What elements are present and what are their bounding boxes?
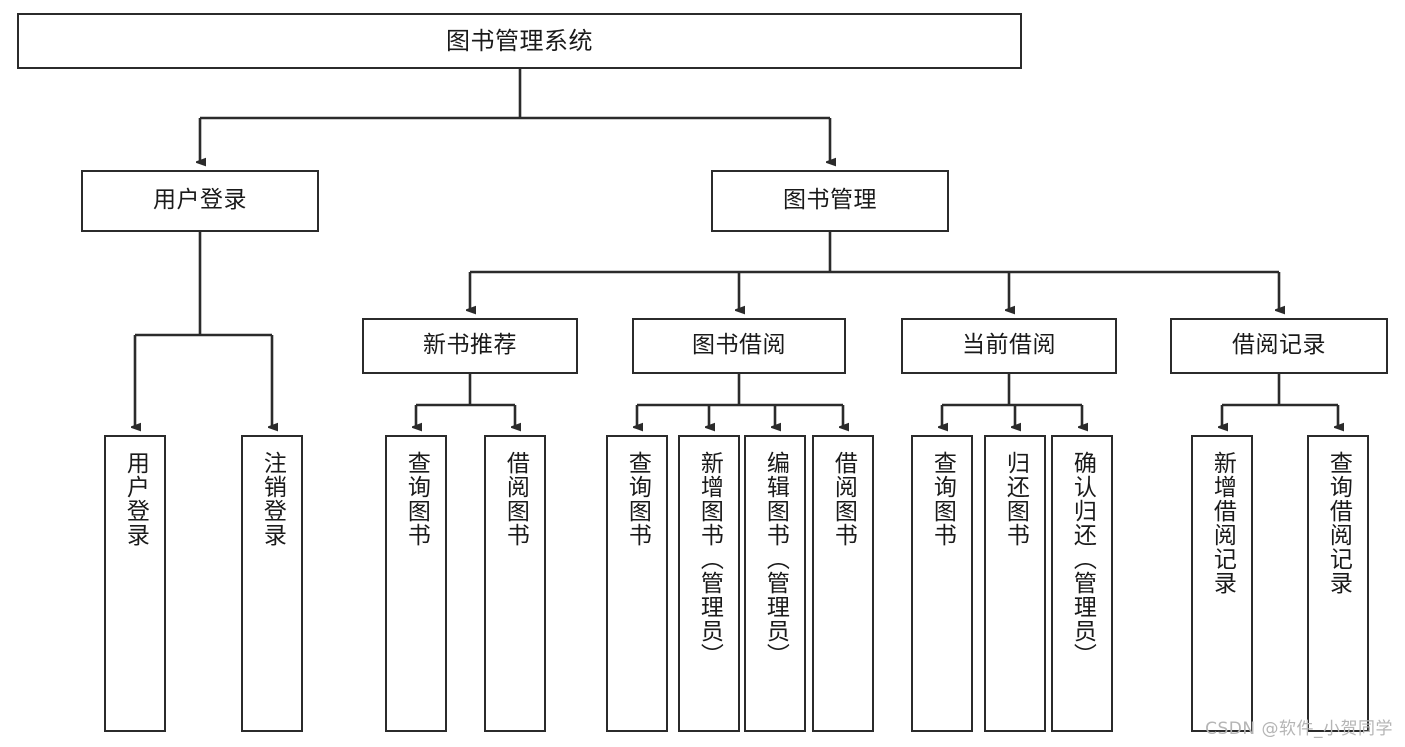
node-borrow-record-label: 借阅记录 [1232,332,1326,359]
leaf-user-login[interactable]: 用户登录 [104,435,166,732]
leaf-bb-edit[interactable]: 编辑图书（管理员） [744,435,806,732]
leaf-br-add-label: 新增借阅记录 [1209,451,1236,595]
watermark: CSDN @软件_小贺同学 [1205,719,1393,739]
leaf-cb-query[interactable]: 查询图书 [911,435,973,732]
leaf-bb-borrow[interactable]: 借阅图书 [812,435,874,732]
node-user-login-label: 用户登录 [153,187,247,214]
leaf-bb-edit-label: 编辑图书（管理员） [762,451,789,667]
leaf-nb-query[interactable]: 查询图书 [385,435,447,732]
leaf-user-login-label: 用户登录 [122,451,149,547]
leaf-logout[interactable]: 注销登录 [241,435,303,732]
leaf-cb-confirm[interactable]: 确认归还（管理员） [1051,435,1113,732]
node-new-book-label: 新书推荐 [423,332,517,359]
leaf-cb-return[interactable]: 归还图书 [984,435,1046,732]
node-book-manage-label: 图书管理 [783,187,877,214]
leaf-br-query-label: 查询借阅记录 [1325,451,1352,595]
leaf-br-query[interactable]: 查询借阅记录 [1307,435,1369,732]
leaf-bb-borrow-label: 借阅图书 [830,451,857,547]
leaf-nb-query-label: 查询图书 [403,451,430,547]
leaf-cb-query-label: 查询图书 [929,451,956,547]
leaf-nb-borrow[interactable]: 借阅图书 [484,435,546,732]
node-root-label: 图书管理系统 [446,26,593,55]
node-book-borrow-label: 图书借阅 [692,332,786,359]
leaf-bb-add-label: 新增图书（管理员） [696,451,723,667]
node-user-login[interactable]: 用户登录 [81,170,319,232]
node-root[interactable]: 图书管理系统 [17,13,1022,69]
leaf-bb-add[interactable]: 新增图书（管理员） [678,435,740,732]
node-current-borrow-label: 当前借阅 [962,332,1056,359]
node-book-manage[interactable]: 图书管理 [711,170,949,232]
leaf-br-add[interactable]: 新增借阅记录 [1191,435,1253,732]
node-new-book[interactable]: 新书推荐 [362,318,578,374]
leaf-bb-query[interactable]: 查询图书 [606,435,668,732]
node-book-borrow[interactable]: 图书借阅 [632,318,846,374]
node-current-borrow[interactable]: 当前借阅 [901,318,1117,374]
leaf-bb-query-label: 查询图书 [624,451,651,547]
node-borrow-record[interactable]: 借阅记录 [1170,318,1388,374]
leaf-logout-label: 注销登录 [259,451,286,547]
leaf-cb-confirm-label: 确认归还（管理员） [1069,451,1096,667]
leaf-cb-return-label: 归还图书 [1002,451,1029,547]
leaf-nb-borrow-label: 借阅图书 [502,451,529,547]
